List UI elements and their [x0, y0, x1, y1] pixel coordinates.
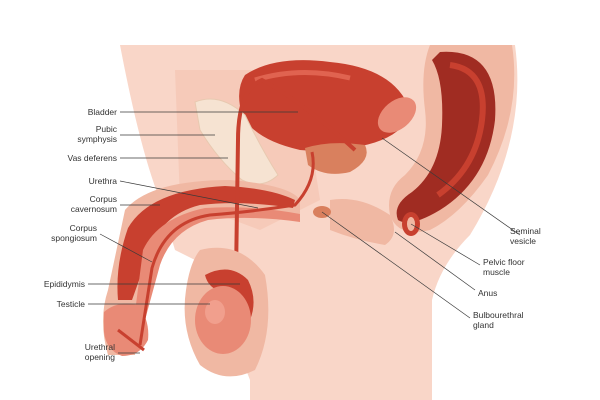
- label-epididymis: Epididymis: [44, 279, 85, 289]
- label-bladder: Bladder: [88, 107, 117, 117]
- bladder-shape: [239, 60, 410, 151]
- label-urethra: Urethra: [89, 176, 118, 186]
- label-corpus-cavernosum-2: cavernosum: [71, 204, 117, 214]
- prostate-shape: [305, 143, 367, 174]
- corpus-spongiosum-leader: [99, 233, 153, 263]
- label-bulbourethral-gland-1: Bulbourethral: [473, 310, 524, 320]
- glans-shape: [104, 303, 149, 356]
- label-seminal-vesicle-1: Seminal: [510, 226, 541, 236]
- label-pubic-symphysis-1: Pubic: [96, 124, 118, 134]
- seminal-vesicle-leader: [381, 137, 521, 236]
- rectum: [396, 51, 496, 223]
- label-vas-deferens: Vas deferens: [68, 153, 117, 163]
- corpus-spongiosum-shape: [134, 207, 300, 320]
- vas-deferens-path: [234, 77, 357, 276]
- label-testicle: Testicle: [57, 299, 86, 309]
- label-corpus-spongiosum-1: Corpus: [70, 223, 97, 233]
- urethral-tip: [117, 328, 145, 352]
- label-urethral-opening-1: Urethral: [85, 342, 115, 352]
- label-pelvic-floor-muscle-1: Pelvic floor: [483, 257, 525, 267]
- label-urethral-opening-2: opening: [85, 352, 116, 362]
- rectum-highlight: [436, 62, 486, 198]
- anus-leader: [394, 231, 476, 291]
- perineal-tissue: [330, 199, 394, 245]
- seminal-vesicle-shape: [377, 97, 417, 133]
- testicle-shape: [195, 286, 251, 354]
- testicle-highlight: [205, 300, 225, 324]
- label-pubic-symphysis-2: symphysis: [77, 134, 117, 144]
- bulbourethral-leader: [321, 211, 471, 319]
- label-anus: Anus: [478, 288, 497, 298]
- label-bulbourethral-gland-2: gland: [473, 320, 494, 330]
- corpus-cavernosum-shape: [117, 186, 295, 300]
- bladder-highlight: [254, 70, 351, 83]
- label-pelvic-floor-muscle-2: muscle: [483, 267, 510, 277]
- label-corpus-cavernosum-1: Corpus: [90, 194, 117, 204]
- label-seminal-vesicle-2: vesicle: [510, 236, 536, 246]
- label-corpus-spongiosum-2: spongiosum: [51, 233, 97, 243]
- pelvic-floor-leader: [410, 223, 481, 266]
- urethra-leader: [119, 180, 259, 209]
